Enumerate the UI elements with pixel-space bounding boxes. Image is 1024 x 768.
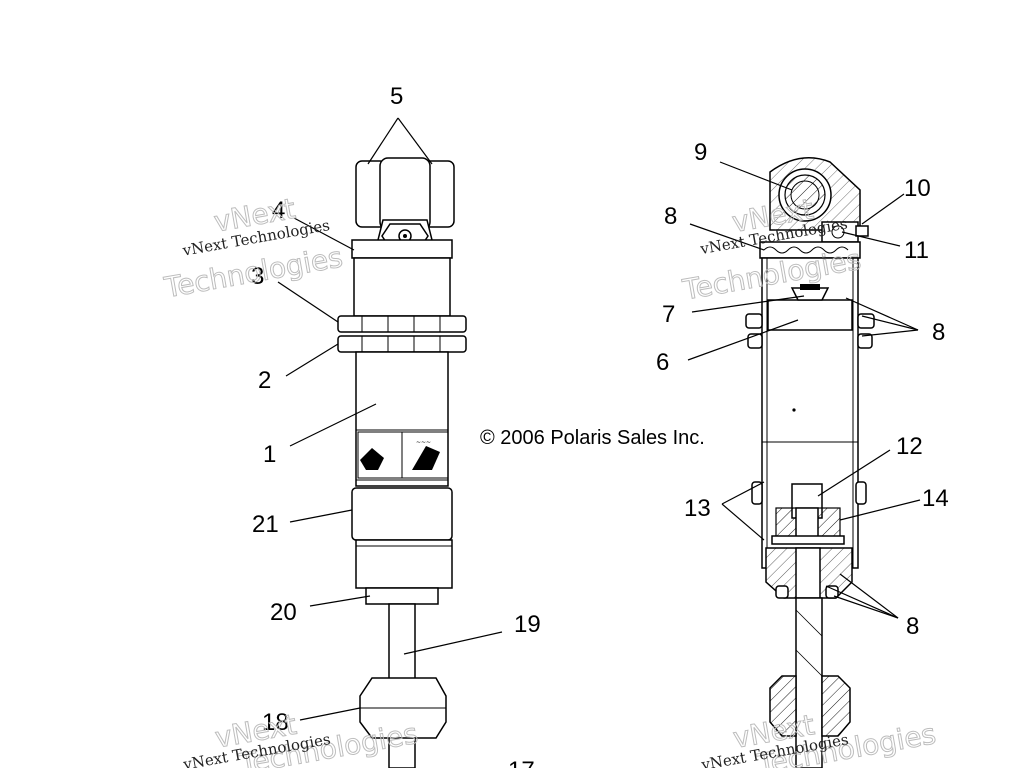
- shock-exterior-view: ~~~: [337, 157, 467, 768]
- callout-17: 17: [508, 757, 535, 768]
- body-collar: [351, 487, 453, 541]
- callout-18: 18: [262, 709, 289, 736]
- callout-labels: 1 2 3 4 5 6 7 8 8 8 9 10 11 12 13 14 17 …: [251, 83, 949, 768]
- body-decal: ~~~: [357, 431, 449, 479]
- copyright-notice: © 2006 Polaris Sales Inc.: [480, 427, 705, 449]
- top-cap: [351, 239, 453, 259]
- callout-8-top: 8: [664, 203, 677, 230]
- callout-6: 6: [656, 349, 669, 376]
- spring-adjuster-nut-upper: [337, 315, 467, 333]
- callout-2: 2: [258, 367, 271, 394]
- upper-body: [353, 257, 451, 317]
- callout-19: 19: [514, 611, 541, 638]
- callout-3: 3: [251, 263, 264, 290]
- callout-4: 4: [272, 197, 285, 224]
- callout-1: 1: [263, 441, 276, 468]
- callout-14: 14: [922, 485, 949, 512]
- callout-20: 20: [270, 599, 297, 626]
- shock-cross-section-view: [745, 157, 875, 768]
- callout-10: 10: [904, 175, 931, 202]
- bearing-housing: [355, 539, 453, 589]
- callout-8-bottom: 8: [906, 613, 919, 640]
- spring-adjuster-nut-lower: [337, 335, 467, 353]
- callout-12: 12: [896, 433, 923, 460]
- svg-text:~~~: ~~~: [416, 439, 431, 446]
- watermarks: vNext Technologies vNext Technologies vN…: [161, 191, 939, 768]
- section-eyelet: [769, 157, 869, 243]
- seal-head: [765, 547, 853, 599]
- callout-11: 11: [904, 237, 929, 264]
- wiper-seal: [365, 587, 439, 605]
- callout-13: 13: [684, 495, 711, 522]
- callout-7: 7: [662, 301, 675, 328]
- piston-assembly: [751, 481, 867, 545]
- callout-8-middle: 8: [932, 319, 945, 346]
- callout-5: 5: [390, 83, 403, 110]
- leader-lines: [277, 117, 921, 721]
- callout-21: 21: [252, 511, 279, 538]
- callout-9: 9: [694, 139, 707, 166]
- bleed-hole: [792, 408, 796, 412]
